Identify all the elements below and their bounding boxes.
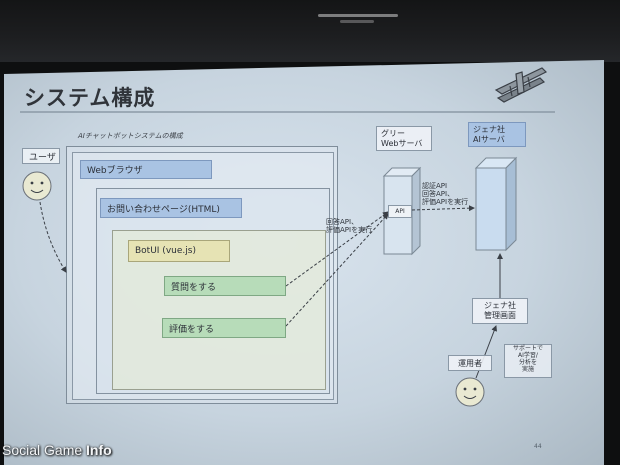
browser-api-note-line: 評価APIを実行 [326,226,373,234]
ceiling-light [340,20,374,23]
web-browser-label: Webブラウザ [80,160,212,179]
support-note: サポートで AI学習/ 分析を 実施 [504,344,552,378]
title-divider [20,111,555,113]
biplane-logo-icon [494,67,548,103]
ask-api-arrow [285,211,389,287]
gree-server-name: グリー [381,129,405,138]
slide-title: システム構成 [24,87,156,110]
admin-panel-owner: ジェナ社 [484,301,516,310]
ask-question-label: 質問をする [164,276,286,296]
gree-server-label: グリー Webサーバ [376,126,432,151]
user-avatar-icon [22,171,52,201]
watermark-prefix: Social Game [2,442,87,458]
inquiry-page-label: お問い合わせページ(HTML) [100,198,242,218]
jena-server-name: ジェナ社 [473,125,505,134]
server-api-note-line: 回答API、 [422,190,455,198]
support-note-line: 実施 [521,366,534,373]
slide-page-number: 44 [534,443,542,450]
server-api-note-line: 認証API [422,182,448,190]
admin-panel-label: ジェナ社 管理画面 [472,298,528,324]
site-watermark: Social Game Info [2,442,112,458]
operator-label: 運用者 [448,355,492,371]
jena-server-role: AIサーバ [473,135,505,144]
room-ceiling [0,0,620,62]
diagram-caption: AIチャットボットシステムの構成 [78,132,183,140]
jena-server-label: ジェナ社 AIサーバ [468,122,526,147]
botui-label: BotUI (vue.js) [128,240,230,262]
browser-api-note-line: 回答API、 [326,218,359,226]
ceiling-light [318,14,398,17]
api-label: API [388,205,412,218]
server-api-note: 認証API 回答API、 評価APIを実行 [422,182,468,206]
support-note-line: AI学習/ [518,352,538,359]
rate-api-arrow [285,213,389,327]
browser-api-note: 回答API、 評価APIを実行 [326,218,372,234]
admin-panel-name: 管理画面 [484,311,516,320]
watermark-suffix: Info [86,442,112,458]
user-to-browser-arrow [39,201,67,273]
support-note-line: 分析を [518,359,537,366]
server-to-ai-arrow [411,205,475,212]
gree-server-role: Webサーバ [381,139,423,148]
jena-ai-server-icon [474,156,518,252]
server-api-note-line: 評価APIを実行 [422,198,469,206]
operator-avatar-icon [455,377,485,407]
support-note-line: サポートで [512,345,543,352]
user-label: ユーザ [22,148,60,164]
rate-answer-label: 評価をする [162,318,286,338]
